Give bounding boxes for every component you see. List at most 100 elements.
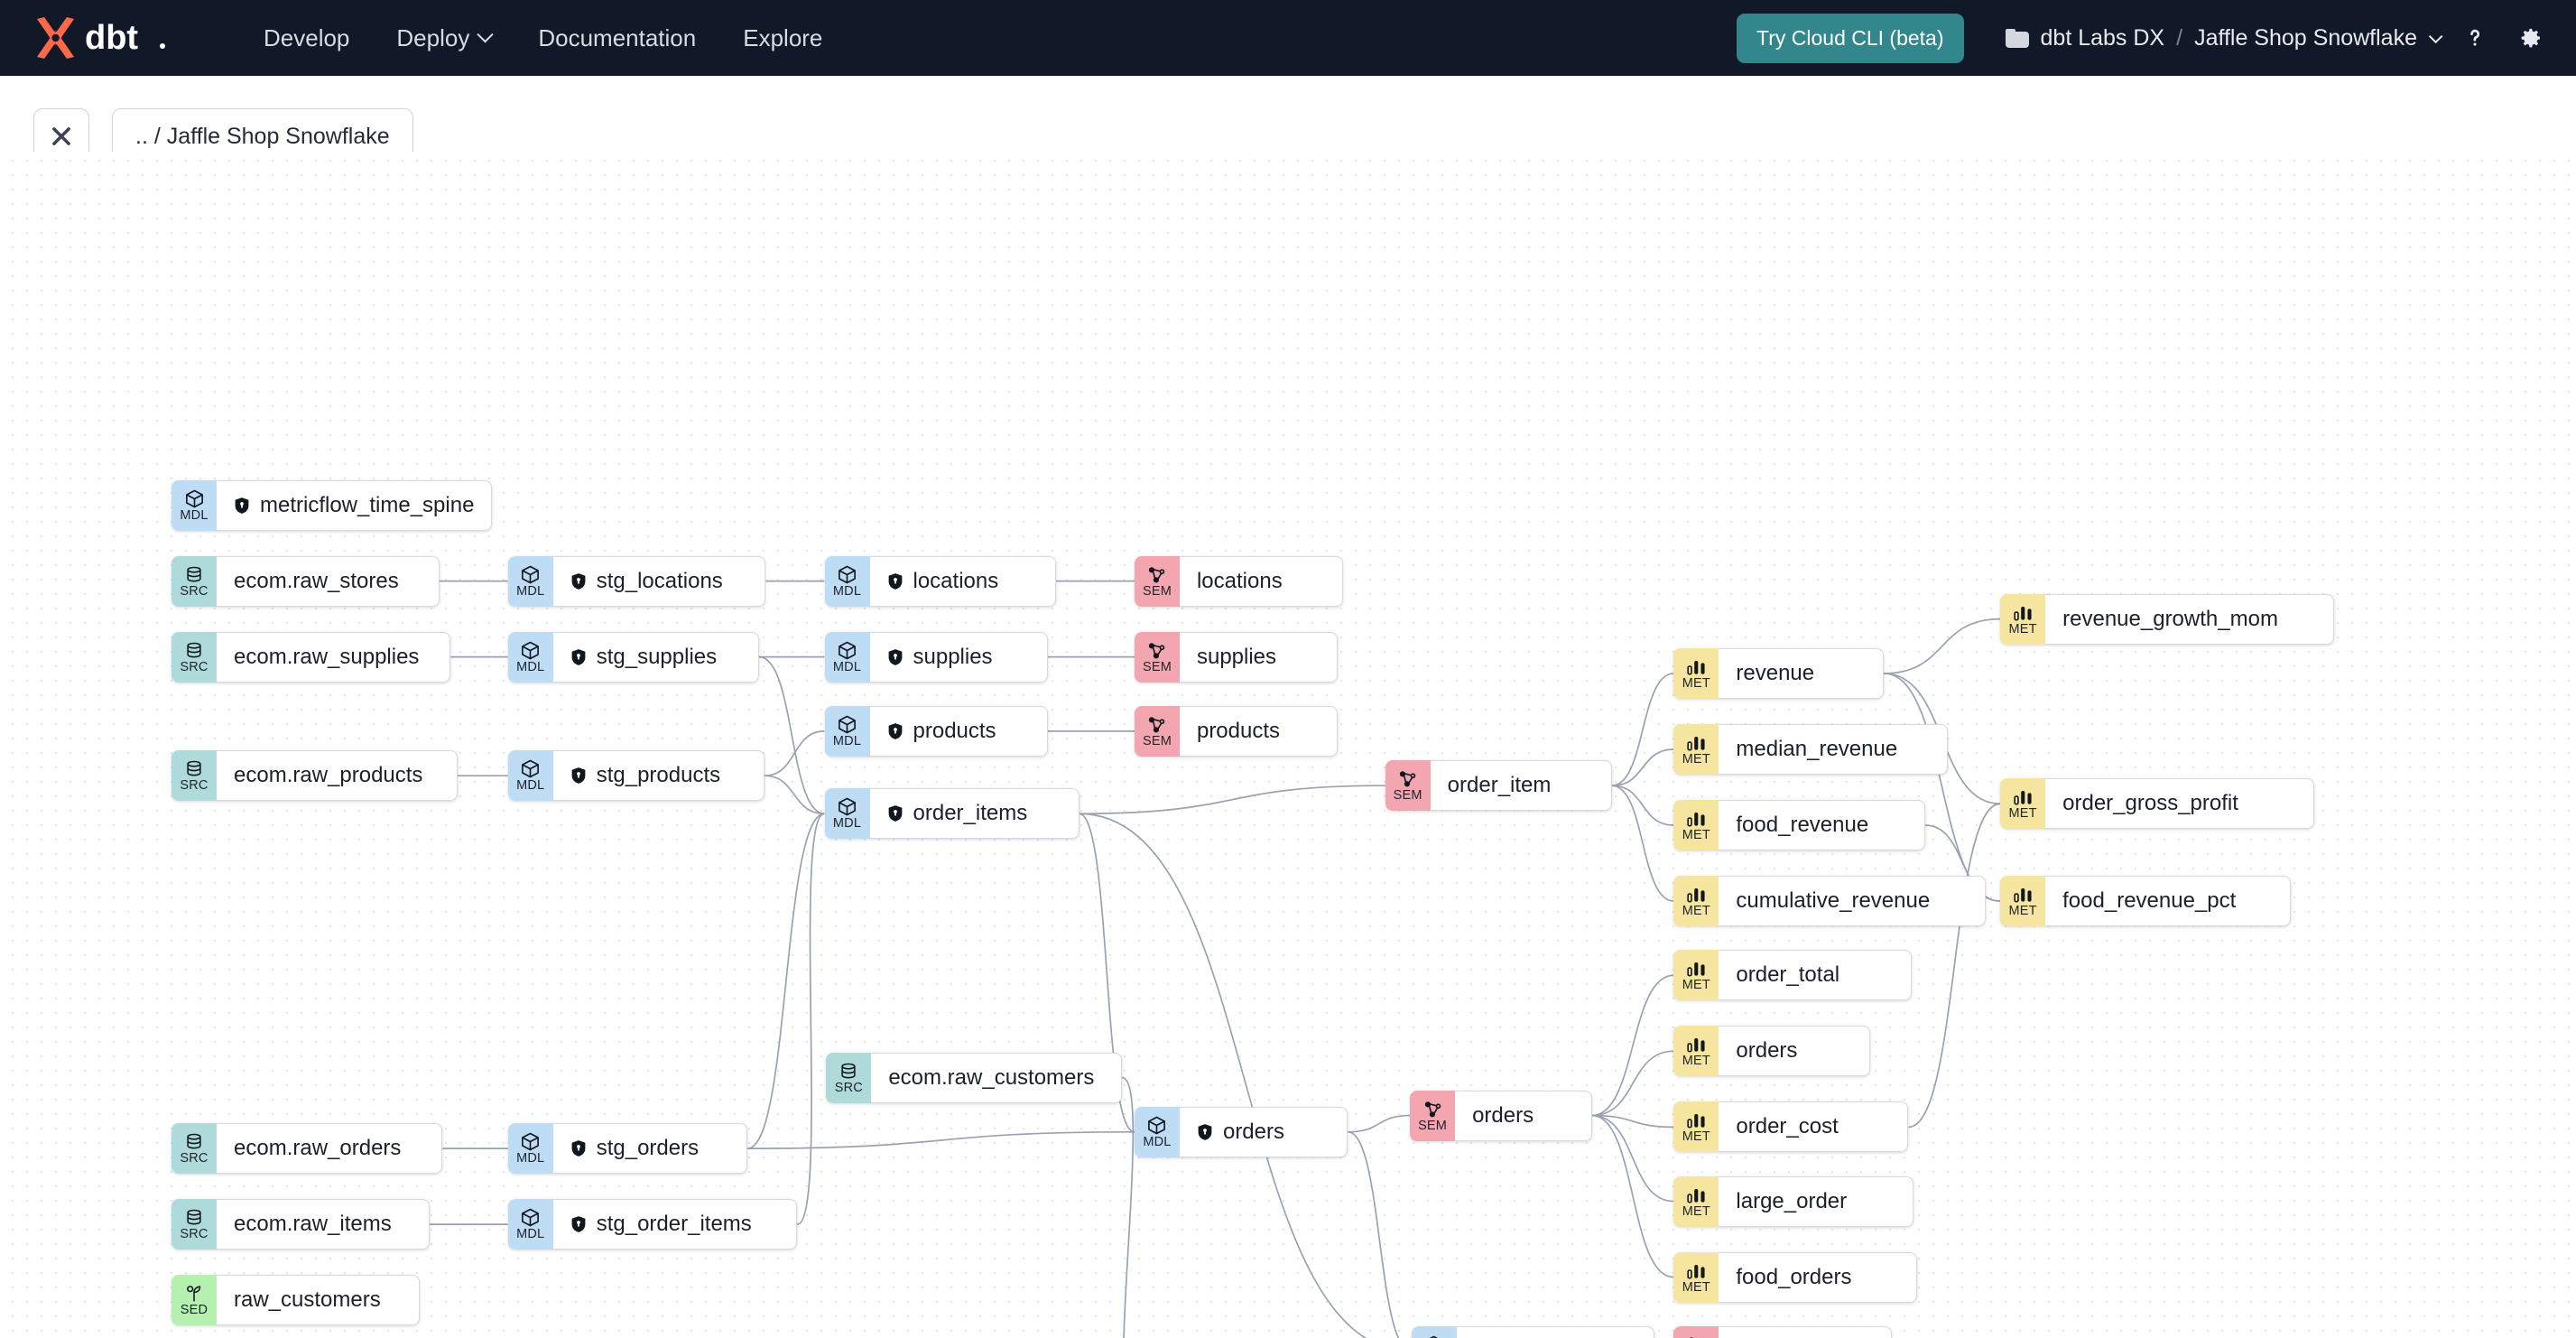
top-navigation-bar: dbt Develop Deploy Documentation Explore… (0, 0, 2576, 76)
node-label: orders (1472, 1102, 1534, 1128)
graph-node-orders_mdl[interactable]: MDL orders (1134, 1106, 1348, 1157)
graph-node-stg_order_items[interactable]: MDL stg_order_items (507, 1199, 798, 1250)
node-type-code: SRC (180, 583, 208, 599)
met-type-icon (2013, 786, 2034, 807)
node-body: orders (1719, 1026, 1871, 1077)
lineage-edge (1924, 824, 2001, 902)
graph-node-met_large_order[interactable]: MET large_order (1673, 1175, 1913, 1227)
node-label: raw_customers (234, 1287, 381, 1313)
semantic-graph-icon (1149, 566, 1165, 583)
node-label: ecom.raw_orders (234, 1136, 402, 1161)
node-type-code: MDL (516, 583, 545, 599)
node-body: order_item (1430, 760, 1612, 812)
node-type-code: SEM (1142, 733, 1172, 748)
close-icon (52, 127, 70, 145)
graph-node-met_food_revenue[interactable]: MET food_revenue (1673, 800, 1925, 850)
lineage-edge (1079, 813, 1135, 1133)
graph-node-ecom_raw_customers[interactable]: SRC ecom.raw_customers (826, 1052, 1123, 1103)
met-type-icon (1686, 1034, 1707, 1055)
node-type-code: MDL (832, 659, 862, 674)
nav-link-deploy[interactable]: Deploy (373, 15, 514, 61)
graph-node-supplies[interactable]: MDL supplies (824, 631, 1048, 683)
main-nav-links: Develop Deploy Documentation Explore (240, 15, 846, 61)
graph-node-met_revenue[interactable]: MET revenue (1673, 647, 1885, 699)
node-label: large_order (1736, 1188, 1848, 1213)
settings-button[interactable] (2511, 18, 2551, 58)
graph-node-products[interactable]: MDL products (824, 705, 1048, 757)
node-body: cumulative_revenue (1719, 876, 1987, 927)
graph-node-stg_products[interactable]: MDL stg_products (507, 750, 764, 802)
dbt-logo[interactable]: dbt (32, 15, 182, 60)
graph-node-ecom_raw_orders[interactable]: SRC ecom.raw_orders (171, 1123, 443, 1175)
graph-node-customers_mdl[interactable]: MDL customers (1411, 1325, 1655, 1338)
node-type-badge-met: MET (2000, 778, 2046, 830)
graph-node-sem_products[interactable]: SEM products (1134, 705, 1339, 757)
cube-icon (839, 565, 856, 583)
graph-node-sem_customers[interactable]: SEM customers (1673, 1325, 1893, 1338)
nav-link-develop[interactable]: Develop (240, 15, 373, 61)
node-body: locations (869, 555, 1056, 607)
graph-node-locations[interactable]: MDL locations (824, 555, 1056, 607)
graph-node-stg_locations[interactable]: MDL stg_locations (507, 555, 766, 607)
node-body: order_items (869, 788, 1080, 840)
graph-node-sem_order_item[interactable]: SEM order_item (1385, 760, 1612, 812)
node-body: ecom.raw_products (217, 750, 458, 802)
lineage-edge (1591, 1050, 1674, 1117)
graph-node-ecom_raw_supplies[interactable]: SRC ecom.raw_supplies (171, 631, 451, 683)
graph-node-met_median_revenue[interactable]: MET median_revenue (1673, 723, 1949, 775)
node-type-code: MDL (516, 1151, 545, 1166)
graph-node-sem_locations[interactable]: SEM locations (1134, 555, 1343, 607)
node-label: revenue_growth_mom (2062, 606, 2278, 631)
graph-node-raw_customers[interactable]: SED raw_customers (171, 1275, 420, 1326)
node-body: orders (1179, 1106, 1348, 1157)
lineage-edge (796, 813, 825, 1225)
node-type-code: SRC (180, 1151, 208, 1166)
graph-node-met_cumulative_revenue[interactable]: MET cumulative_revenue (1673, 876, 1987, 927)
graph-node-order_items[interactable]: MDL order_items (824, 788, 1080, 840)
bar-chart-icon (1687, 888, 1705, 903)
help-button[interactable] (2455, 18, 2495, 58)
project-name[interactable]: Jaffle Shop Snowflake (2194, 24, 2417, 51)
graph-node-met_order_gross_profit[interactable]: MET order_gross_profit (2000, 778, 2314, 830)
graph-node-stg_orders[interactable]: MDL stg_orders (507, 1123, 748, 1175)
graph-node-met_orders[interactable]: MET orders (1673, 1026, 1871, 1077)
nav-link-explore-label: Explore (743, 23, 823, 51)
node-label: metricflow_time_spine (260, 492, 475, 517)
graph-node-met_order_cost[interactable]: MET order_cost (1673, 1101, 1909, 1153)
graph-node-sem_supplies[interactable]: SEM supplies (1134, 631, 1339, 683)
graph-node-ecom_raw_products[interactable]: SRC ecom.raw_products (171, 750, 458, 802)
graph-node-ecom_raw_stores[interactable]: SRC ecom.raw_stores (171, 555, 440, 607)
node-label: cumulative_revenue (1736, 888, 1931, 914)
node-body: stg_supplies (552, 631, 760, 683)
graph-node-met_food_orders[interactable]: MET food_orders (1673, 1251, 1917, 1303)
cube-icon (522, 1132, 540, 1151)
graph-node-met_food_revenue_pct[interactable]: MET food_revenue_pct (2000, 876, 2292, 927)
lineage-graph-canvas[interactable]: MDL metricflow_time_spine SRC ecom.raw_s… (0, 152, 2576, 1338)
nav-link-documentation[interactable]: Documentation (514, 15, 719, 61)
cube-icon (522, 565, 540, 583)
node-label: ecom.raw_customers (888, 1064, 1095, 1090)
node-type-badge-mdl: MDL (824, 555, 870, 607)
semantic-graph-icon (1689, 1337, 1694, 1338)
node-body: food_revenue (1719, 800, 1925, 850)
graph-node-sem_orders[interactable]: SEM orders (1410, 1090, 1592, 1141)
graph-node-met_order_total[interactable]: MET order_total (1673, 950, 1913, 1001)
account-name[interactable]: dbt Labs DX (2040, 24, 2165, 51)
cube-icon (522, 759, 540, 778)
nav-link-deploy-label: Deploy (396, 23, 470, 51)
graph-node-ecom_raw_items[interactable]: SRC ecom.raw_items (171, 1199, 430, 1250)
node-type-code: SEM (1142, 659, 1172, 674)
shield-icon (571, 648, 586, 665)
chevron-down-icon[interactable] (2428, 29, 2443, 43)
graph-node-metricflow_time_spine[interactable]: MDL metricflow_time_spine (171, 479, 493, 531)
node-body: large_order (1719, 1175, 1913, 1227)
graph-node-met_revenue_growth_mom[interactable]: MET revenue_growth_mom (2000, 593, 2334, 645)
lineage-edge (1591, 1114, 1674, 1129)
nav-link-explore[interactable]: Explore (719, 15, 846, 61)
node-label: food_orders (1736, 1264, 1852, 1289)
node-body: order_cost (1719, 1101, 1909, 1153)
graph-node-stg_supplies[interactable]: MDL stg_supplies (507, 631, 760, 683)
src-type-icon (184, 564, 204, 585)
try-cloud-cli-button[interactable]: Try Cloud CLI (beta) (1737, 13, 1964, 63)
node-body: order_total (1719, 950, 1913, 1001)
